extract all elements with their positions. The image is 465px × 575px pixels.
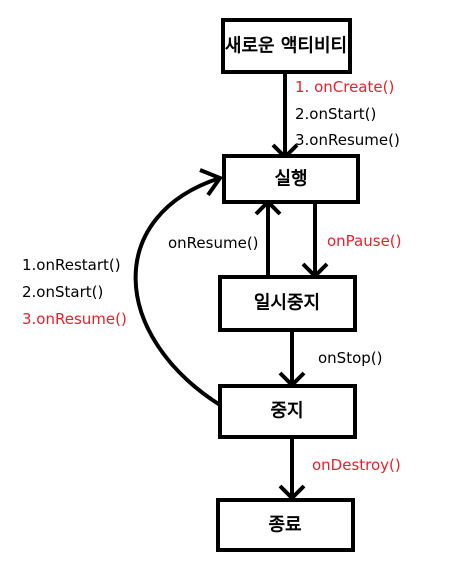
state-new-activity: 새로운 액티비티	[221, 18, 352, 74]
label-on-pause: onPause()	[327, 232, 402, 250]
label-on-create: 1. onCreate()	[295, 78, 394, 96]
state-stopped-label: 중지	[270, 401, 303, 422]
state-running: 실행	[222, 154, 360, 204]
label-on-restart: 1.onRestart()	[22, 256, 121, 274]
label-restart-on-start: 2.onStart()	[22, 283, 103, 301]
state-new-activity-label: 새로운 액티비티	[225, 36, 347, 57]
label-on-stop: onStop()	[318, 349, 383, 367]
state-destroyed-label: 종료	[268, 515, 301, 536]
state-running-label: 실행	[274, 169, 307, 190]
label-on-resume: onResume()	[168, 234, 259, 252]
state-paused-label: 일시중지	[254, 293, 320, 314]
edge-restart-arrowhead	[199, 168, 224, 197]
state-stopped: 중지	[218, 384, 357, 439]
label-create-on-resume: 3.onResume()	[295, 131, 400, 149]
state-destroyed: 종료	[216, 498, 355, 552]
state-paused: 일시중지	[218, 275, 357, 332]
label-restart-on-resume: 3.onResume()	[22, 310, 127, 328]
label-create-on-start: 2.onStart()	[295, 105, 376, 123]
edge-restart	[133, 176, 222, 407]
label-on-destroy: onDestroy()	[312, 456, 401, 474]
